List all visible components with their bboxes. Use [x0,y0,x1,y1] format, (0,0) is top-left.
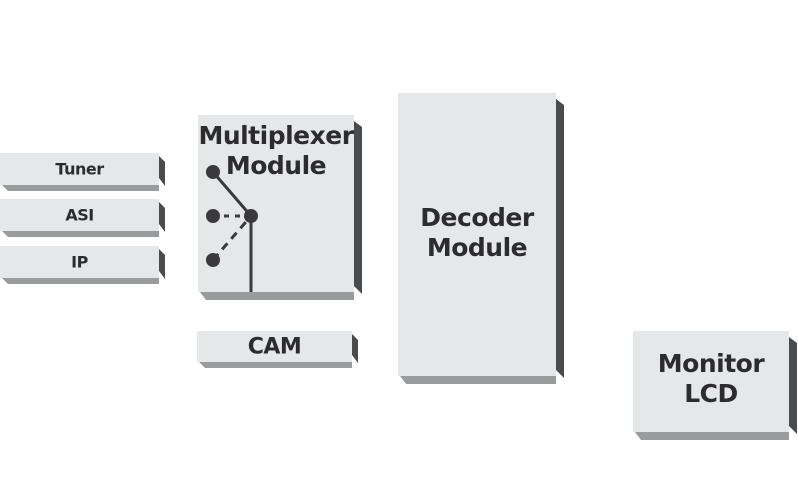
multiplexer-title-line1: Multiplexer [198,121,354,150]
multiplexer-title-line2: Module [225,151,327,180]
decoder-title-line2: Module [426,233,528,262]
decoder-title-line1: Decoder [420,203,534,232]
input-box-tuner: Tuner [0,153,159,185]
input-label-tuner: Tuner [55,159,104,179]
input-label-ip: IP [71,252,88,272]
monitor-title: Monitor LCD [633,349,789,409]
decoder-module-box: Decoder Module [398,93,556,376]
cam-box: CAM [197,331,352,362]
selector-switch-icon [206,165,258,292]
monitor-title-line2: LCD [684,379,738,408]
input-box-asi: ASI [0,199,159,231]
multiplexer-module-box: Multiplexer Module [198,115,354,292]
decoder-title: Decoder Module [398,203,556,263]
cam-label: CAM [247,334,302,359]
monitor-lcd-box: Monitor LCD [633,331,789,432]
input-box-ip: IP [0,246,159,278]
input-label-asi: ASI [65,205,94,225]
monitor-title-line1: Monitor [657,349,765,378]
multiplexer-title: Multiplexer Module [198,121,354,181]
